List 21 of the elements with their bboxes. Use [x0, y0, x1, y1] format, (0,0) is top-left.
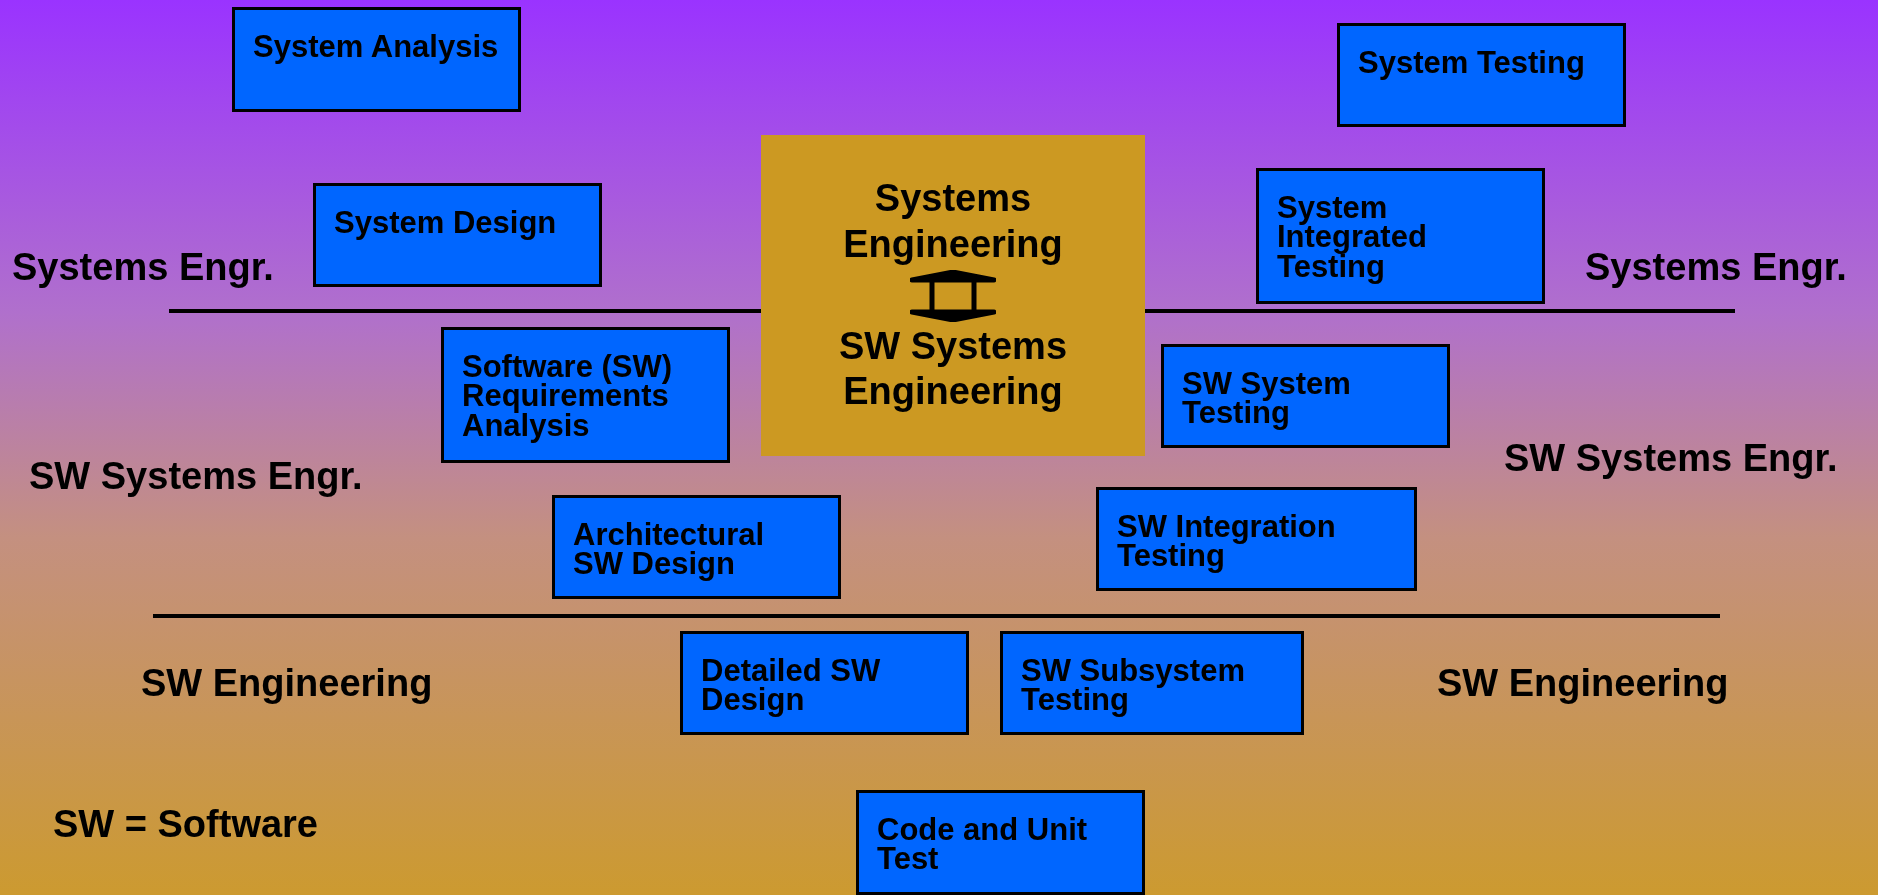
- layer-label: SW Systems Engr.: [1504, 437, 1838, 480]
- process-box: [761, 135, 1145, 456]
- layer-label: SW Engineering: [1437, 662, 1729, 705]
- process-box: System Testing: [1337, 23, 1626, 127]
- process-box: Code and Unit Test: [856, 790, 1145, 895]
- process-box: System Integrated Testing: [1256, 168, 1545, 304]
- layer-label: Systems Engr.: [12, 246, 274, 289]
- process-box: Software (SW) Requirements Analysis: [441, 327, 730, 463]
- layer-label: SW = Software: [53, 803, 318, 846]
- process-box: SW Subsystem Testing: [1000, 631, 1304, 735]
- layer-label: Systems Engr.: [1585, 246, 1847, 289]
- process-box: System Design: [313, 183, 602, 287]
- layer-label: SW Systems Engr.: [29, 455, 363, 498]
- process-box: SW System Testing: [1161, 344, 1450, 448]
- process-box: Detailed SW Design: [680, 631, 969, 735]
- process-box: System Analysis: [232, 7, 521, 112]
- box-text: Systems Engineering: [842, 176, 1064, 267]
- process-box: Architectural SW Design: [552, 495, 841, 599]
- layer-label: SW Engineering: [141, 662, 433, 705]
- box-text: SW Systems Engineering: [837, 323, 1069, 415]
- process-box: SW Integration Testing: [1096, 487, 1417, 591]
